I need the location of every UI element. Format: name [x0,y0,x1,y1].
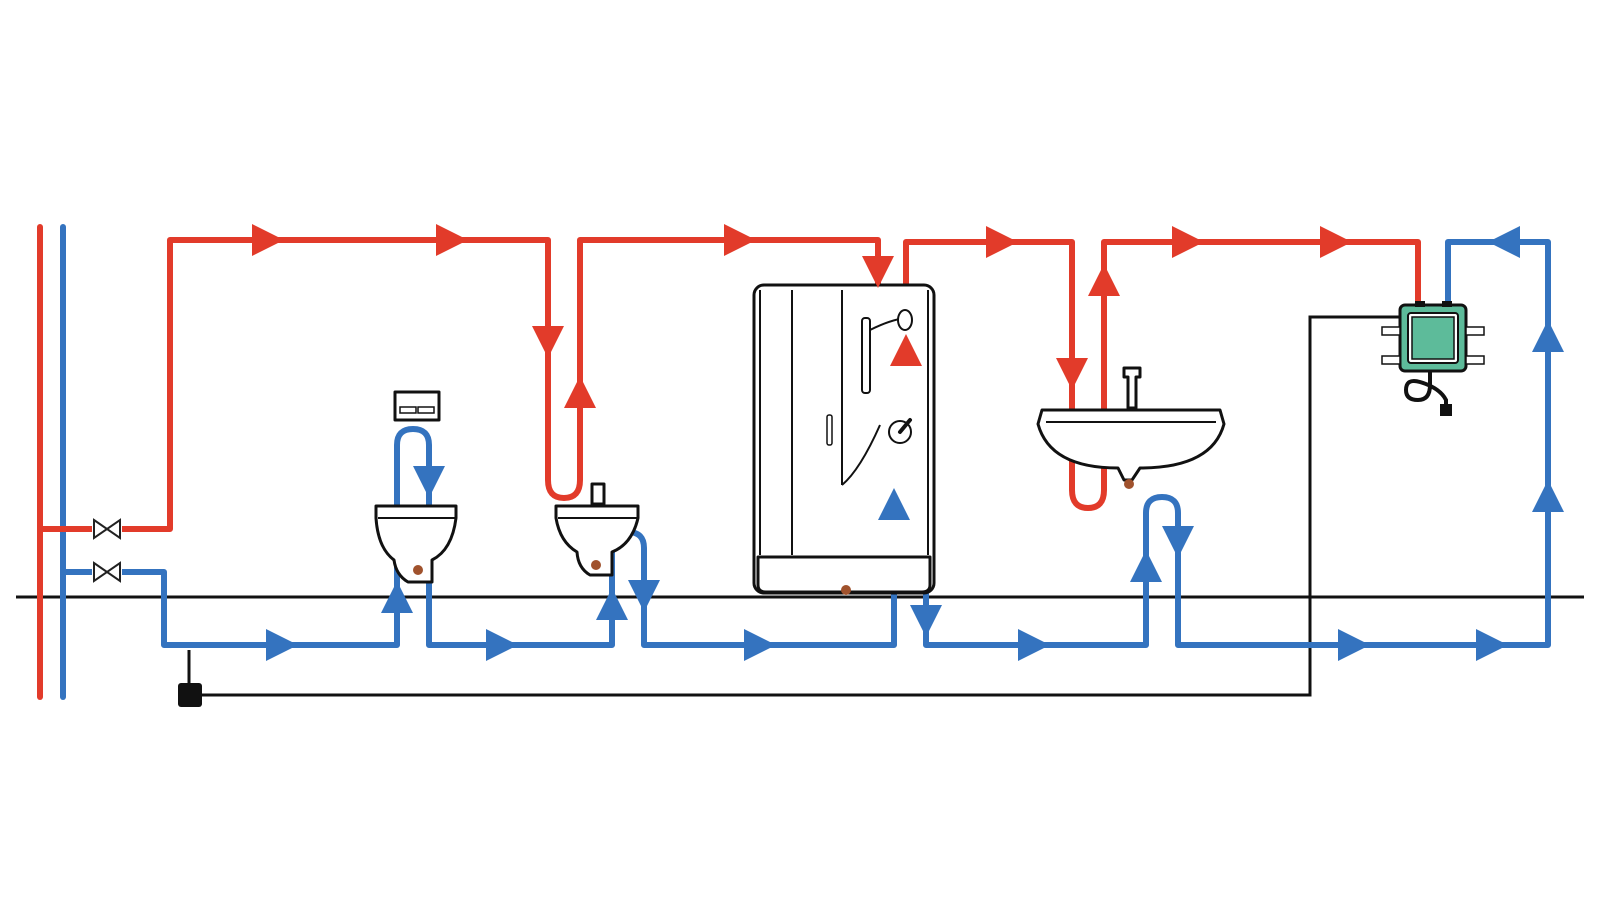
hot-flow-arrow-right [252,224,284,256]
cold-flow-arrow-right [1476,629,1508,661]
valve-icon [93,518,121,540]
faucet-icon [1122,366,1142,410]
cold-shut-off-valve[interactable] [92,561,122,583]
hot-flow-arrow-up [564,376,596,408]
hot-water-line [37,237,1421,532]
cold-flow-arrow-right [486,629,518,661]
hot-flow-arrow-down [532,326,564,358]
cold-flow-arrow-right [1338,629,1370,661]
hot-flow-arrow-right [1320,226,1352,258]
shower-cabin [752,283,936,595]
bidet [554,482,640,577]
cold-flow-arrow-left [1488,226,1520,258]
hot-flow-arrow-down [1056,358,1088,390]
hot-shut-off-valve[interactable] [92,518,122,540]
faucet-icon [590,482,606,506]
cold-flow-arrow-down [413,466,445,498]
hot-flow-arrow-right [436,224,468,256]
cold-flow-arrow-right [1018,629,1050,661]
wall-hung-toilet [374,504,458,584]
cold-flow-arrow-down [1162,526,1194,558]
hot-flow-arrows [252,224,1352,408]
hot-flow-arrow-down [862,256,894,288]
cold-flow-arrow-up [1130,550,1162,582]
cold-flow-arrows [266,226,1564,661]
cold-flow-arrow-right [266,629,298,661]
valve-icon [93,561,121,583]
cold-flow-arrow-right [744,629,776,661]
cold-flow-arrow-up [596,588,628,620]
hot-flow-arrow-up [1088,264,1120,296]
control-wire [187,315,1405,697]
hot-flow-arrow-right [986,226,1018,258]
water-heater-unit [1381,301,1485,416]
cold-flow-arrow-up [1532,320,1564,352]
flush-plate [393,390,441,422]
cold-flow-arrow-up [381,581,413,613]
hot-flow-arrow-right [1172,226,1204,258]
control-box-icon [178,683,202,707]
cold-flow-arrow-down [628,580,660,612]
hot-flow-arrow-right [724,224,756,256]
cold-water-line [60,239,1551,648]
hot-flow-arrow-up [890,334,922,366]
cold-flow-arrow-down [910,605,942,637]
washbasin [1036,366,1226,489]
cold-flow-arrow-up [878,488,910,520]
cold-flow-arrow-up [1532,480,1564,512]
